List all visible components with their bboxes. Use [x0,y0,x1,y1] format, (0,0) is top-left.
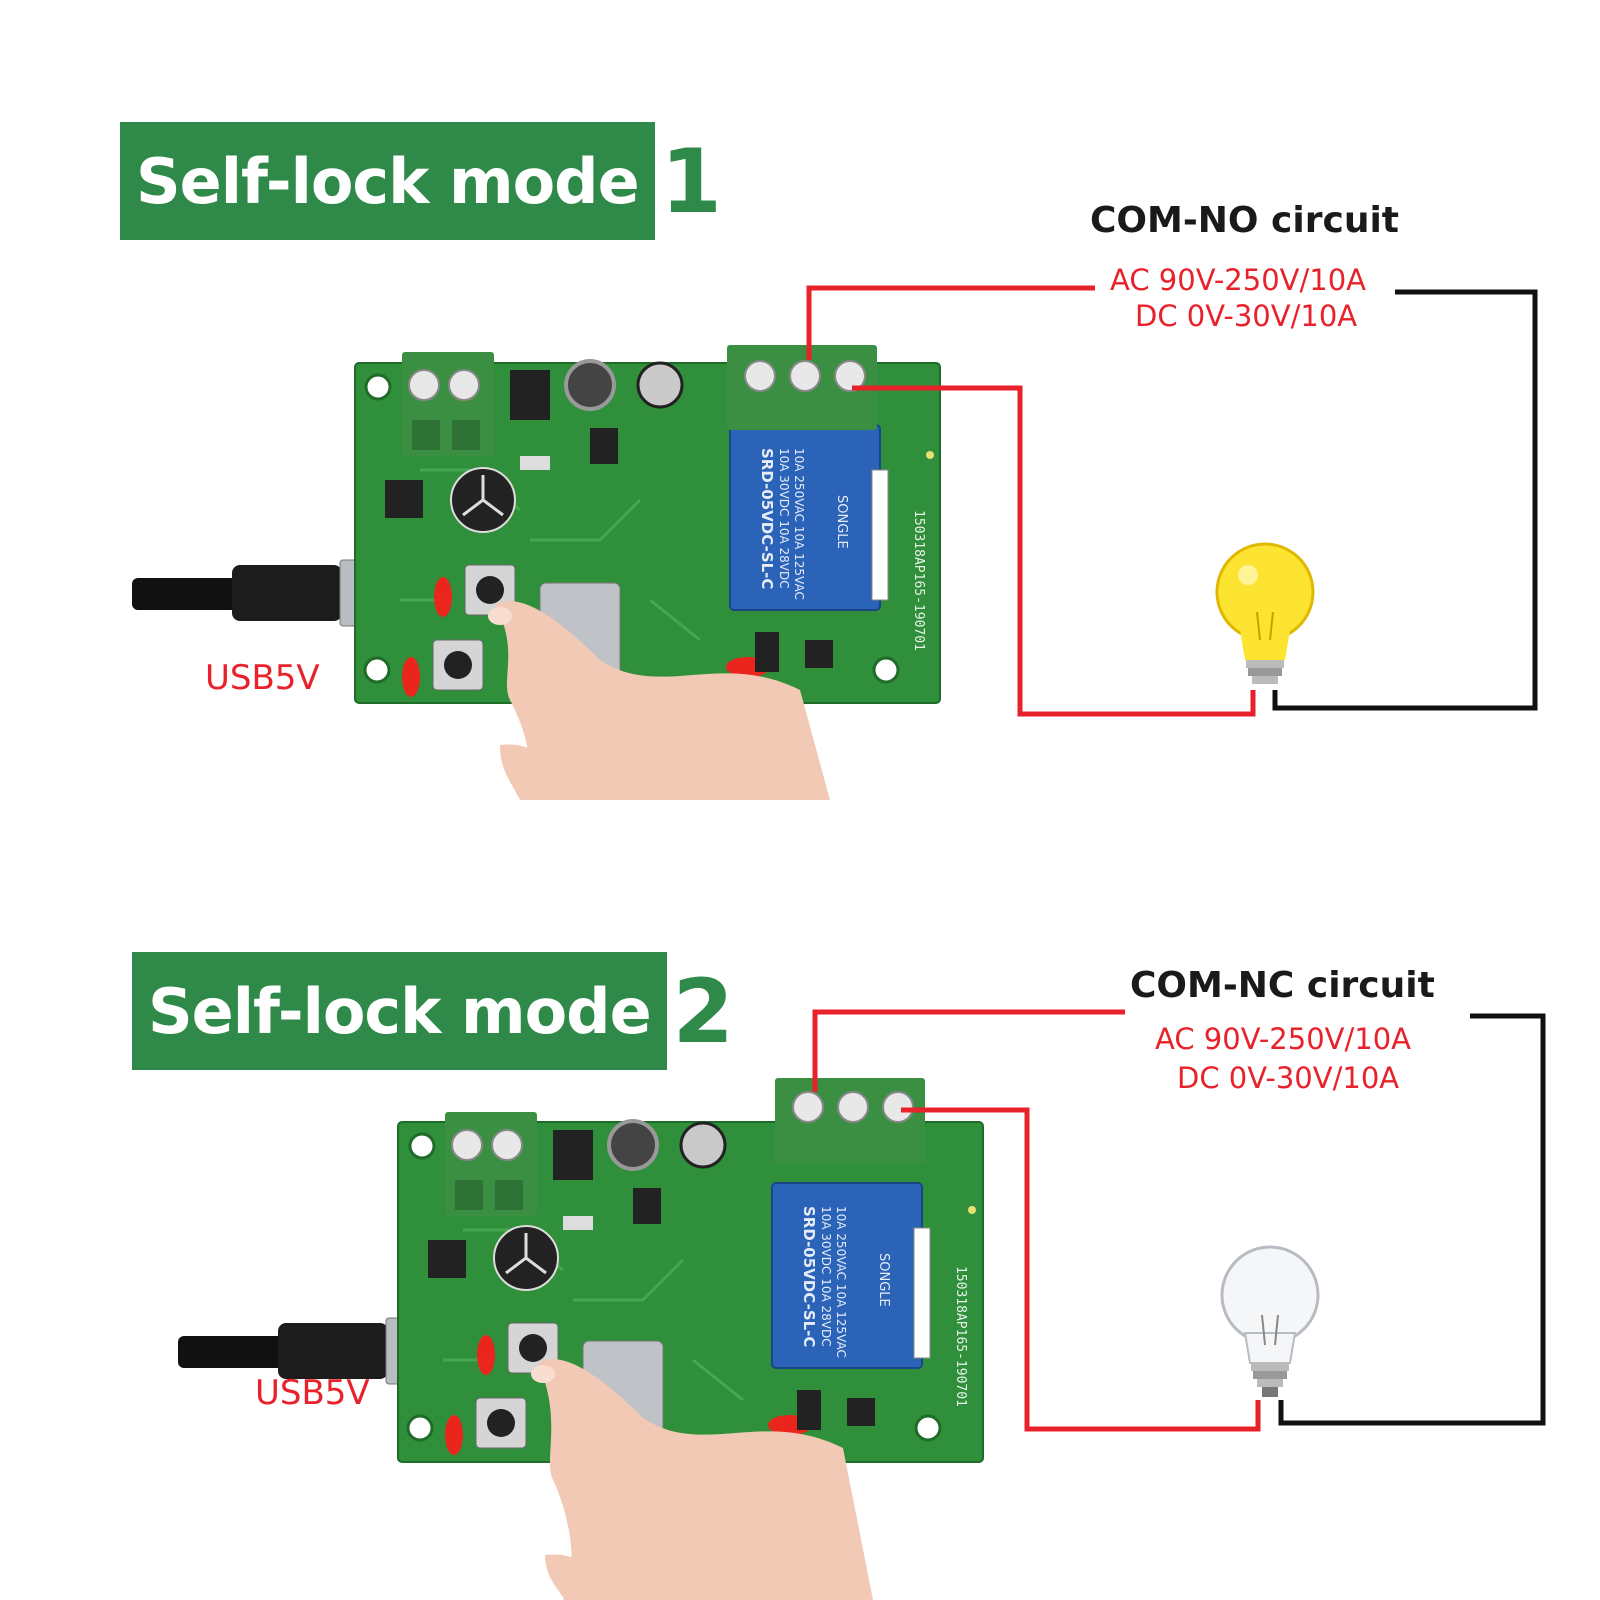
board-serial: 150318AP165-190701 [911,510,926,651]
relay-brand: SONGLE [834,495,849,549]
mode-number: 1 [660,129,722,233]
wire-com-red [806,285,1095,360]
wire-return-black [1278,1013,1546,1426]
relay-model: SRD-05VDC-SL-C [800,1206,818,1347]
relay-terminal [727,345,877,430]
relay-rating-line: 10A 250VAC 10A 125VAC [792,448,806,600]
led-red [445,1415,463,1455]
board-serial: 150318AP165-190701 [953,1266,968,1407]
mode-label: Self-lock mode [120,122,655,240]
relay-brand: SONGLE [876,1253,891,1307]
wire-load-red [852,385,1256,717]
pressing-finger [531,1359,873,1600]
rating-ac: AC 90V-250V/10A [1110,263,1367,297]
wiring-diagram: 10A 250VAC 10A 125VAC 10A 30VDC 10A 28VD… [178,1009,1546,1600]
led-red [402,657,420,697]
circuit-title: COM-NO circuit [1090,200,1400,241]
mode-number: 2 [672,959,734,1063]
relay-board: 10A 250VAC 10A 125VAC 10A 30VDC 10A 28VD… [397,1078,984,1463]
usb-label: USB5V [205,658,320,698]
relay-model: SRD-05VDC-SL-C [758,448,776,589]
wire-com-red [812,1009,1125,1092]
light-bulb-on-icon [1215,542,1315,684]
rating-dc: DC 0V-30V/10A [1177,1061,1400,1095]
relay-rating-line: 10A 30VDC 10A 28VDC [777,448,791,589]
led-red [477,1335,495,1375]
push-button-bottom [432,639,484,691]
wire-load-red [901,1107,1261,1432]
power-terminal [402,352,494,456]
relay-board: 10A 250VAC 10A 125VAC 10A 30VDC 10A 28VD… [354,345,941,704]
usb-label: USB5V [255,1373,370,1413]
mode-banner: Self-lock mode 2 [132,952,734,1070]
panel-self-lock-mode-1: Self-lock mode 1 [120,122,1538,800]
relay-rating-line: 10A 250VAC 10A 125VAC [834,1206,848,1358]
wiring-diagram: 10A 250VAC 10A 125VAC 10A 30VDC 10A 28VD… [132,285,1538,800]
circuit-title: COM-NC circuit [1130,965,1435,1006]
rating-ac: AC 90V-250V/10A [1155,1022,1412,1056]
usb-cable [132,559,379,627]
panel-self-lock-mode-2: Self-lock mode 2 [0,800,1600,1600]
relay: 10A 250VAC 10A 125VAC 10A 30VDC 10A 28VD… [771,1182,931,1369]
relay-rating-line: 10A 30VDC 10A 28VDC [819,1206,833,1347]
rating-dc: DC 0V-30V/10A [1135,299,1358,333]
relay: 10A 250VAC 10A 125VAC 10A 30VDC 10A 28VD… [729,424,889,611]
wire-return-black [1272,289,1538,711]
relay-terminal [775,1078,925,1163]
mode-banner: Self-lock mode 1 [120,122,722,240]
mode-label: Self-lock mode [132,952,667,1070]
push-button-bottom [475,1397,527,1449]
pressing-finger [488,601,830,800]
led-red [434,577,452,617]
power-terminal [445,1112,537,1216]
light-bulb-off-icon [1220,1245,1320,1397]
